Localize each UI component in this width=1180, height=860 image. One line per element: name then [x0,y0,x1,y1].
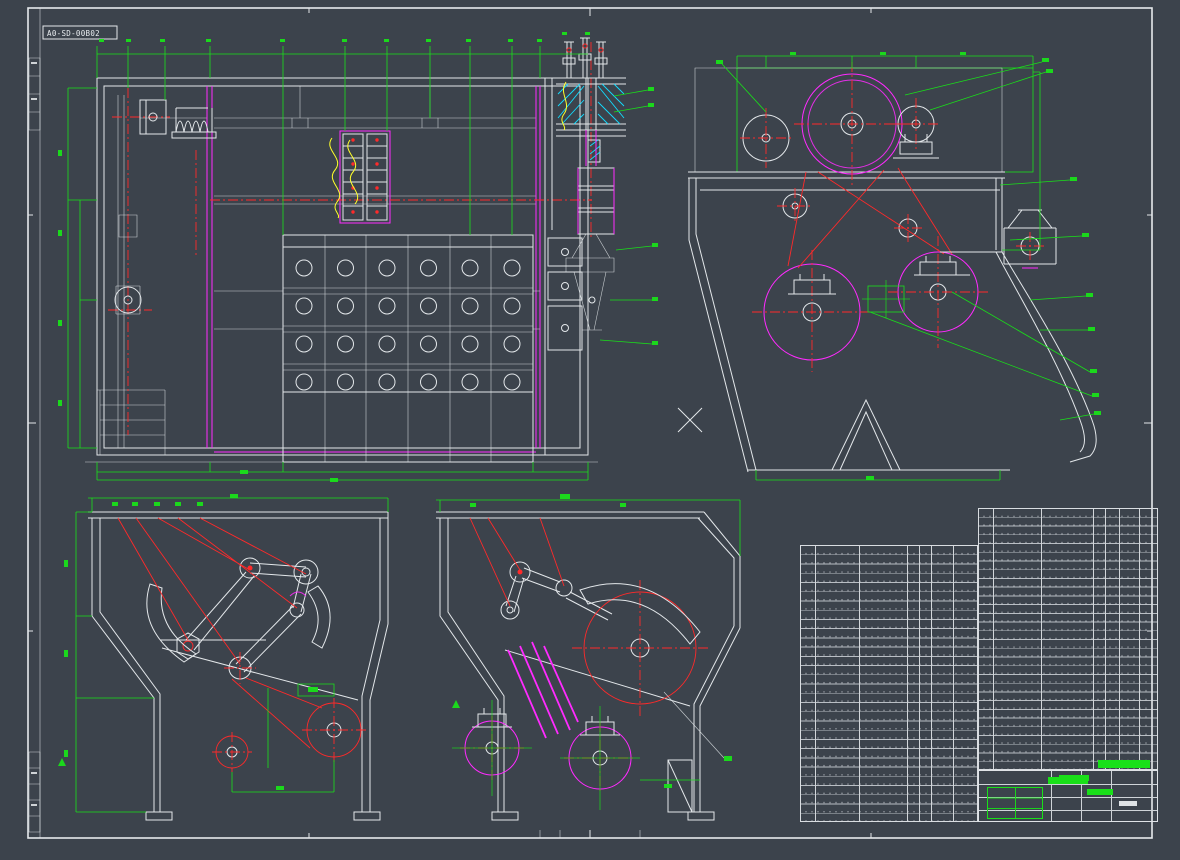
leader-lines-a [117,517,307,665]
green-text-blob [1048,777,1088,784]
mid-bearing [777,188,922,242]
front-view [58,32,658,482]
linkage-mechanism-a [146,557,331,684]
table-column-line [919,546,920,821]
fan-blades [507,641,579,739]
upper-right-pulley [892,98,940,159]
white-text-blob [1119,801,1137,806]
green-text-blob [1087,789,1113,795]
table-column-line [953,546,954,821]
parts-list-right [978,508,1158,770]
section-view-a [58,494,389,821]
title-block-line [979,810,1157,811]
table-column-line [1119,509,1120,769]
linkage-mechanism-b [500,561,613,621]
lower-left-pulley [752,250,872,372]
tensioner-bracket [1003,209,1057,269]
title-block-line [979,784,1157,785]
green-text-blob [1098,760,1150,768]
parts-list-left [800,545,978,822]
lower-right-pulley [888,236,988,348]
sieve-grid [214,234,540,463]
table-column-line [931,546,932,821]
idler-pulley [740,108,792,168]
leader-lines-b [469,517,565,607]
dimension-box [736,67,1034,173]
title-block-line [1111,771,1112,821]
title-block-line [1051,771,1052,821]
side-view-dimensions [716,52,1101,481]
fan-circle [572,580,708,716]
section-view-b [436,494,741,821]
side-body-outline [688,178,1097,473]
lower-pulleys-a [212,677,366,772]
title-block-line [1081,771,1082,821]
table-column-line [993,509,994,769]
spring-assembly [139,99,217,139]
section-b-dimensions [436,494,741,788]
misc-marks [539,407,703,838]
section-a-dimensions [58,494,389,813]
table-column-line [1139,509,1140,769]
sheet-frame: A0-SD-00B02 [27,7,1153,839]
table-column-line [815,546,816,821]
table-column-line [1093,509,1094,769]
drawing-number: A0-SD-00B02 [47,29,100,38]
title-block-line [979,797,1157,798]
fan-duct-assembly [556,37,626,331]
belt-lines [787,167,953,269]
left-drive-pulley [114,214,142,315]
break-line [329,81,568,219]
drawing-number-box: A0-SD-00B02 [42,25,118,40]
front-view-dimensions [58,32,658,482]
lower-pulleys-b [452,700,640,810]
table-column-line [859,546,860,821]
table-column-line [907,546,908,821]
table-column-line [1105,509,1106,769]
bearing-cluster [342,133,388,221]
title-block-green-grid [987,787,1043,819]
table-column-line [1041,509,1042,769]
side-view [688,52,1101,481]
